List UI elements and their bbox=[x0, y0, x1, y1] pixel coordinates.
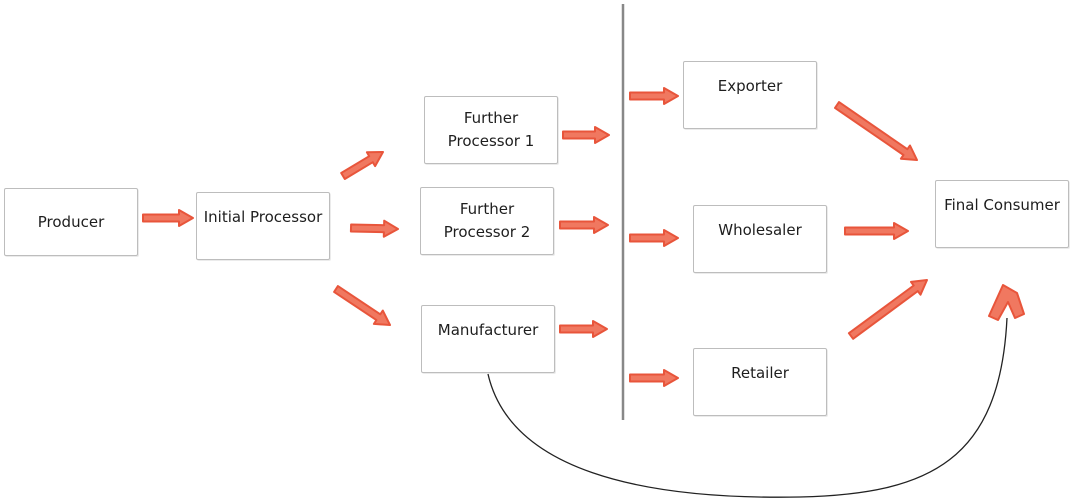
producer-node: Producer bbox=[4, 188, 138, 256]
arrow-further-1-out bbox=[562, 126, 610, 144]
arrow-manufacturer-out bbox=[559, 320, 608, 338]
further-processor-2-label: Further Processor 2 bbox=[443, 200, 531, 241]
manufacturer-to-consumer-curve bbox=[487, 317, 1008, 498]
initial-processor-node: Initial Processor bbox=[196, 192, 330, 260]
arrow-in-retailer bbox=[629, 369, 679, 387]
wholesaler-label: Wholesaler bbox=[718, 221, 802, 239]
arrow-further-2-out bbox=[559, 216, 609, 234]
initial-processor-label: Initial Processor bbox=[203, 208, 323, 226]
retailer-label: Retailer bbox=[731, 364, 789, 382]
arrow-initial-to-further-2 bbox=[349, 219, 399, 238]
further-processor-1-label: Further Processor 1 bbox=[447, 109, 535, 150]
final-consumer-label: Final Consumer bbox=[944, 196, 1060, 214]
arrow-retailer-to-consumer bbox=[847, 279, 928, 340]
arrow-producer-to-initial bbox=[142, 209, 194, 227]
arrow-initial-to-manufacturer bbox=[333, 285, 391, 326]
further-processor-1-node: Further Processor 1 bbox=[424, 96, 558, 164]
arrow-in-wholesaler bbox=[629, 229, 679, 247]
retailer-node: Retailer bbox=[693, 348, 827, 416]
arrow-wholesaler-to-consumer bbox=[844, 222, 909, 240]
wholesaler-node: Wholesaler bbox=[693, 205, 827, 273]
arrow-initial-to-further-1 bbox=[340, 151, 384, 180]
arrow-in-exporter bbox=[629, 87, 679, 105]
exporter-node: Exporter bbox=[683, 61, 817, 129]
manufacturer-node: Manufacturer bbox=[421, 305, 555, 373]
arrow-group bbox=[142, 87, 928, 387]
further-processor-2-node: Further Processor 2 bbox=[420, 187, 554, 255]
manufacturer-label: Manufacturer bbox=[437, 321, 539, 339]
final-consumer-node: Final Consumer bbox=[935, 180, 1069, 248]
arrow-exporter-to-consumer bbox=[834, 101, 918, 161]
exporter-label: Exporter bbox=[717, 77, 783, 95]
producer-label: Producer bbox=[37, 212, 105, 231]
consumer-caret-arrowhead bbox=[988, 284, 1025, 321]
